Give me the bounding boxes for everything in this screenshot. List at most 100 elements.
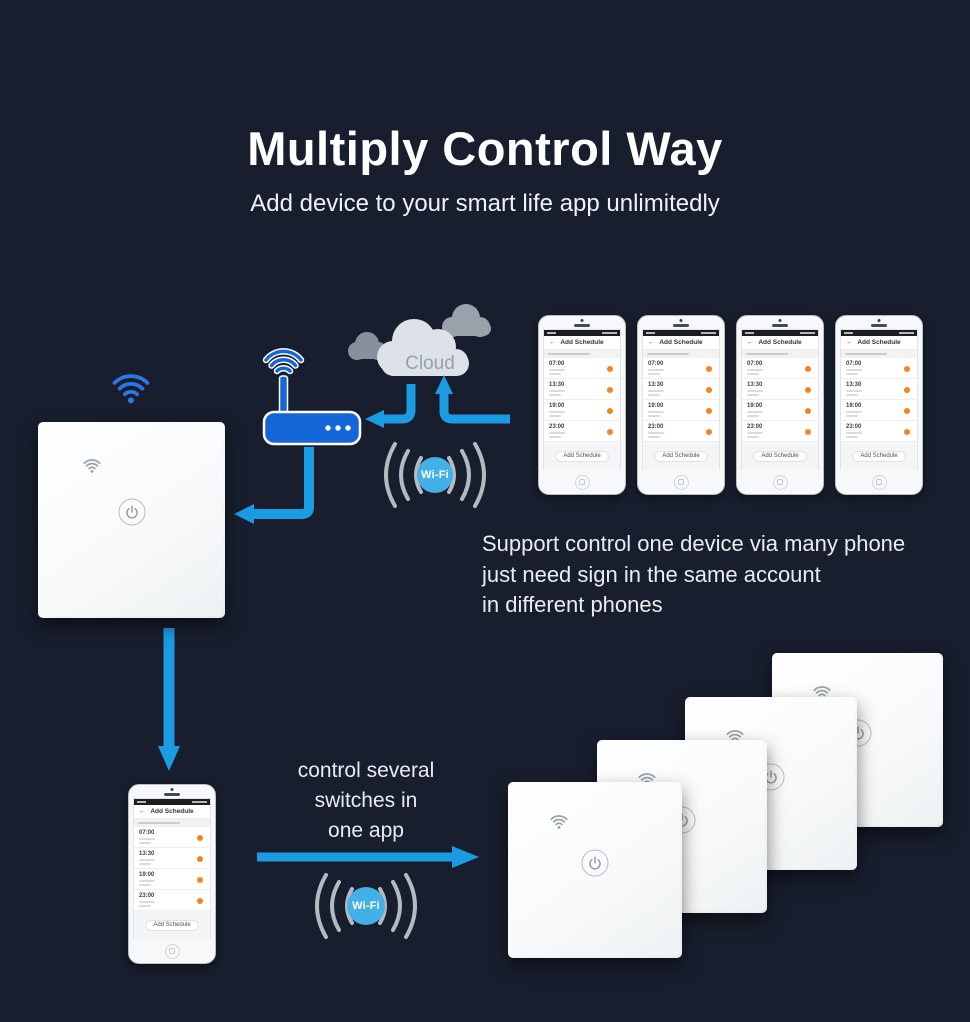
phone-top-bezel [638, 316, 724, 329]
speaker-grill [871, 324, 887, 327]
schedule-time: 23:00 [139, 893, 155, 899]
schedule-time: 23:00 [549, 424, 565, 430]
support-caption-line2: just need sign in the same account [482, 561, 821, 587]
status-bar [134, 799, 210, 805]
schedule-toggle [197, 856, 203, 862]
schedule-time: 23:00 [846, 424, 862, 430]
schedule-row: 19:00 [544, 400, 620, 421]
app-title: Add Schedule [150, 808, 194, 815]
home-button [871, 474, 887, 490]
schedule-toggle [706, 387, 712, 393]
status-icons [602, 332, 617, 334]
schedule-time: 07:00 [747, 361, 763, 367]
schedule-toggle [607, 387, 613, 393]
schedule-time: 07:00 [648, 361, 664, 367]
schedule-info-banner [841, 350, 917, 358]
schedule-subtext-bar [648, 432, 664, 434]
schedule-subtext-bar [139, 884, 151, 886]
schedule-toggle [706, 408, 712, 414]
page-title: Multiply Control Way [247, 122, 723, 175]
schedule-subtext-bar [747, 373, 759, 375]
speaker-grill [673, 324, 689, 327]
schedule-subtext-bar [139, 901, 155, 903]
control-caption-line3: one app [328, 819, 404, 842]
schedule-row: 07:00 [841, 358, 917, 379]
power-button-icon [581, 849, 609, 877]
schedule-row: 07:00 [134, 827, 210, 848]
schedule-toggle [706, 429, 712, 435]
phone-screen: ← Add Schedule 07:00 13:30 [133, 798, 211, 939]
schedule-toggle [805, 387, 811, 393]
banner-text-bar [138, 822, 180, 824]
schedule-subtext-bar [139, 842, 151, 844]
banner-text-bar [845, 353, 887, 355]
control-caption-line1: control several [297, 759, 435, 782]
cloud-label: Cloud [405, 353, 455, 374]
cloud-back-right-icon [442, 304, 491, 337]
schedule-time: 13:30 [549, 382, 565, 388]
status-bar [643, 330, 719, 336]
support-caption-line1: Support control one device via many phon… [482, 531, 906, 556]
schedule-info-banner [134, 819, 210, 827]
schedule-time: 13:30 [846, 382, 862, 388]
schedule-list: 07:00 13:30 19:00 [544, 358, 620, 442]
banner-text-bar [647, 353, 689, 355]
screen-lower-area: Add Schedule [742, 442, 818, 470]
schedule-subtext-bar [549, 415, 561, 417]
schedule-toggle [197, 898, 203, 904]
camera-icon [877, 319, 881, 322]
home-button-square [777, 479, 783, 485]
phone-top-bezel [836, 316, 922, 329]
schedule-row: 13:30 [841, 379, 917, 400]
support-caption: Support control one device via many phon… [482, 529, 905, 621]
schedule-list: 07:00 13:30 19:00 [742, 358, 818, 442]
schedule-toggle [805, 366, 811, 372]
wifi-signal-icon [112, 374, 150, 406]
switch-wifi-icon [83, 459, 101, 474]
schedule-row: 19:00 [643, 400, 719, 421]
speaker-grill [164, 793, 180, 796]
phone-5: ← Add Schedule 07:00 13:30 [128, 784, 216, 964]
status-time [646, 332, 655, 334]
screen-lower-area: Add Schedule [643, 442, 719, 470]
phone-bottom-bezel [836, 470, 922, 494]
app-header: ← Add Schedule [643, 336, 719, 350]
support-caption-line3: in different phones [482, 592, 663, 617]
schedule-subtext-bar [549, 373, 561, 375]
switch-wifi-icon [550, 815, 568, 830]
schedule-row: 13:30 [643, 379, 719, 400]
schedule-subtext-bar [846, 390, 862, 392]
status-icons [701, 332, 716, 334]
schedule-time: 23:00 [648, 424, 664, 430]
schedule-time: 07:00 [846, 361, 862, 367]
arrow-cloud-to-router [365, 384, 416, 428]
schedule-list: 07:00 13:30 19:00 [134, 827, 210, 911]
home-button [673, 474, 689, 490]
screen-lower-area: Add Schedule [134, 911, 210, 939]
schedule-info-banner [544, 350, 620, 358]
schedule-subtext-bar [139, 859, 155, 861]
phone-top-bezel [737, 316, 823, 329]
phone-2: ← Add Schedule 07:00 13:30 [637, 315, 725, 495]
camera-icon [580, 319, 584, 322]
home-button [772, 474, 788, 490]
schedule-toggle [607, 366, 613, 372]
smartphone: ← Add Schedule 07:00 13:30 [128, 784, 216, 964]
smartphone: ← Add Schedule 07:00 13:30 [637, 315, 725, 495]
schedule-subtext-bar [846, 394, 858, 396]
router-icon [262, 348, 362, 446]
home-button-square [579, 479, 585, 485]
schedule-time: 19:00 [549, 403, 565, 409]
phone-top-bezel [129, 785, 215, 798]
add-schedule-button: Add Schedule [554, 450, 610, 462]
schedule-time: 19:00 [139, 872, 155, 878]
status-icons [800, 332, 815, 334]
schedule-list: 07:00 13:30 19:00 [841, 358, 917, 442]
phone-top-bezel [539, 316, 625, 329]
schedule-row: 13:30 [544, 379, 620, 400]
status-icons [192, 801, 207, 803]
camera-icon [679, 319, 683, 322]
page-subtitle: Add device to your smart life app unlimi… [250, 190, 720, 217]
schedule-subtext-bar [648, 373, 660, 375]
schedule-subtext-bar [747, 415, 759, 417]
